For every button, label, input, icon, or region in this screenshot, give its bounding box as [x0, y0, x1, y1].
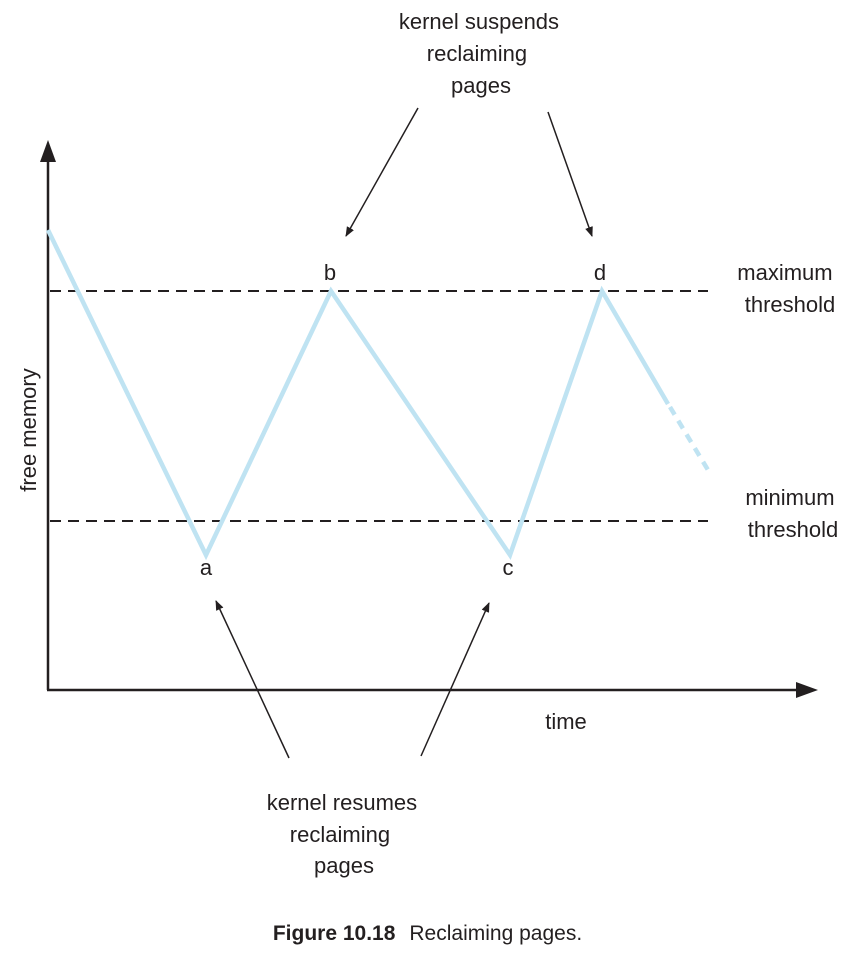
x-axis-arrowhead-icon — [796, 682, 818, 698]
resume-note-line-3: pages — [314, 853, 374, 878]
minimum-threshold-label: minimum threshold — [745, 485, 840, 542]
maximum-threshold-label-line-2: threshold — [745, 292, 836, 317]
suspend-note: kernel suspends reclaiming pages — [399, 9, 565, 98]
y-axis-label: free memory — [16, 368, 41, 491]
maximum-threshold-label-line-1: maximum — [737, 260, 832, 285]
figure-number: Figure 10.18 — [272, 922, 396, 945]
x-axis-label: time — [545, 709, 587, 734]
y-axis-arrowhead-icon — [40, 140, 56, 162]
point-label-d: d — [594, 260, 606, 285]
resume-note: kernel resumes reclaiming pages — [267, 790, 424, 878]
minimum-threshold-label-line-1: minimum — [745, 485, 834, 510]
point-label-b: b — [324, 260, 336, 285]
point-label-c: c — [503, 555, 514, 580]
resume-arrow-to-c — [420, 602, 490, 757]
figure-title: Reclaiming pages. — [409, 922, 583, 945]
minimum-threshold-label-line-2: threshold — [748, 517, 839, 542]
free-memory-line — [45, 229, 670, 561]
suspend-note-line-1: kernel suspends — [399, 9, 559, 34]
maximum-threshold-label: maximum threshold — [737, 260, 838, 317]
resume-arrow-to-a — [215, 600, 290, 759]
suspend-arrow-to-b — [345, 107, 419, 237]
figure-caption: Figure 10.18 Reclaiming pages. — [0, 922, 855, 946]
suspend-note-line-2: reclaiming — [427, 41, 527, 66]
point-label-a: a — [200, 555, 213, 580]
resume-note-line-1: kernel resumes — [267, 790, 417, 815]
free-memory-line-continuation — [668, 405, 710, 472]
suspend-note-line-3: pages — [451, 73, 511, 98]
resume-note-line-2: reclaiming — [290, 822, 390, 847]
suspend-arrow-to-d — [547, 111, 593, 237]
